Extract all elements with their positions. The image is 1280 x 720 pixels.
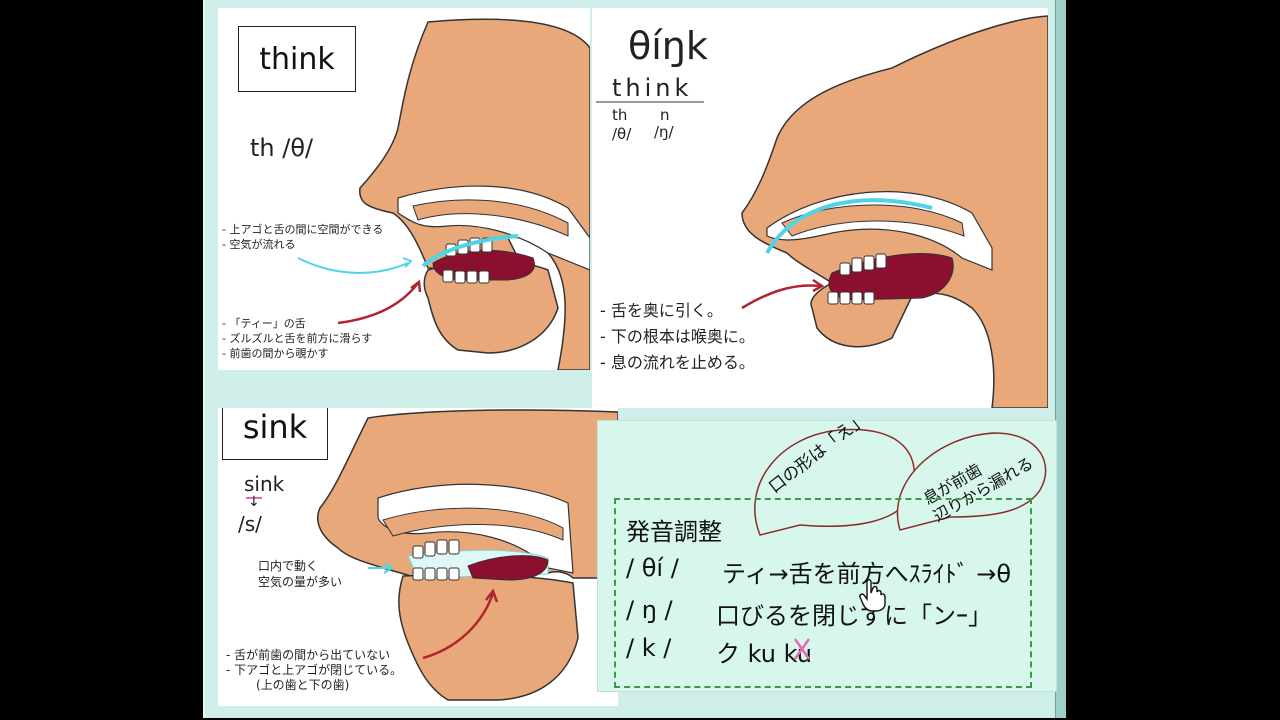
sink-air-note-line: 口内で動く [258, 559, 319, 573]
window-edge [1055, 0, 1066, 718]
speech-bubbles [754, 428, 1047, 536]
think-panel: think th /θ/ - 上アゴと舌の間に空間ができる - 空気が流れる -… [218, 8, 590, 370]
think-word: think [259, 41, 335, 77]
think-mouth-diagram [297, 18, 590, 370]
ng-bullet: - 息の流れを止める。 [600, 353, 755, 372]
ng-bullet: - 舌を奥に引く。 [600, 301, 723, 320]
sink-note-line: - 下アゴと上アゴが閉じている。 [226, 663, 403, 677]
sink-note-line: (上の歯と下の歯) [256, 678, 350, 692]
th-label: th [612, 106, 628, 124]
sink-word: sink [242, 408, 308, 446]
ng-bullets: - 舌を奥に引く。 - 下の根本は喉奥に。 - 息の流れを止める。 [600, 298, 755, 376]
air-note-line: - 空気が流れる [222, 238, 296, 251]
sink-panel: sink sink ↓ /s/ 口内で動く 空気の量が多い - 舌が前歯の間から… [218, 408, 618, 706]
sink-bottom-notes: - 舌が前歯の間から出ていない - 下アゴと上アゴが閉じている。 (上の歯と下の… [226, 648, 402, 693]
n-label: n [660, 106, 670, 124]
row-k-symbol: / k / [626, 634, 672, 662]
tongue-note: - 「ティー」の舌 - ズルズルと舌を前方に滑らす - 前歯の間から覗かす [222, 316, 372, 361]
air-note: - 上アゴと舌の間に空間ができる - 空気が流れる [222, 222, 383, 252]
tongue-note-line: - 「ティー」の舌 [222, 317, 306, 330]
sink-arrow: ↓ [248, 494, 260, 510]
think-phoneme-label: th /θ/ [250, 134, 314, 162]
strike-mark-icon [793, 638, 811, 660]
hand-cursor-icon [859, 579, 886, 612]
think-word-box: think [238, 26, 356, 92]
row-theta-symbol: / θí / [626, 554, 679, 582]
bubble-left [754, 428, 915, 536]
adjustment-box [614, 498, 1032, 688]
ng-mouth-diagram [596, 15, 1048, 408]
adjustment-title: 発音調整 [626, 518, 722, 546]
ipa-transcription: θíŋk [628, 24, 708, 68]
sink-air-note-line: 空気の量が多い [258, 575, 343, 589]
row-k-desc: ク ku ku [716, 640, 812, 668]
row-ng-desc: 口びるを閉じずに「ンｰ」 [716, 602, 992, 630]
ng-bullet: - 下の根本は喉奥に。 [600, 327, 755, 346]
sink-word-box: sink [222, 408, 328, 460]
tongue-note-line: - 前歯の間から覗かす [222, 347, 329, 360]
sink-spelling: sink [244, 472, 285, 496]
row-ng-symbol: / ŋ / [626, 596, 673, 624]
sink-ipa: /s/ [238, 512, 262, 536]
sink-note-line: - 舌が前歯の間から出ていない [226, 648, 391, 662]
bubble-right [896, 432, 1047, 531]
ipa-panel: θíŋk think th /θ/ n /ŋ/ - 舌を奥に引く。 - 下の根本… [592, 8, 1048, 408]
sink-mouth-diagram [246, 409, 618, 701]
tongue-note-line: - ズルズルと舌を前方に滑らす [222, 332, 373, 345]
sink-air-note: 口内で動く 空気の量が多い [258, 558, 342, 590]
n-ipa: /ŋ/ [654, 123, 674, 141]
th-ipa: /θ/ [612, 125, 632, 143]
spelling: think [612, 74, 693, 102]
air-note-line: - 上アゴと舌の間に空間ができる [222, 223, 384, 236]
